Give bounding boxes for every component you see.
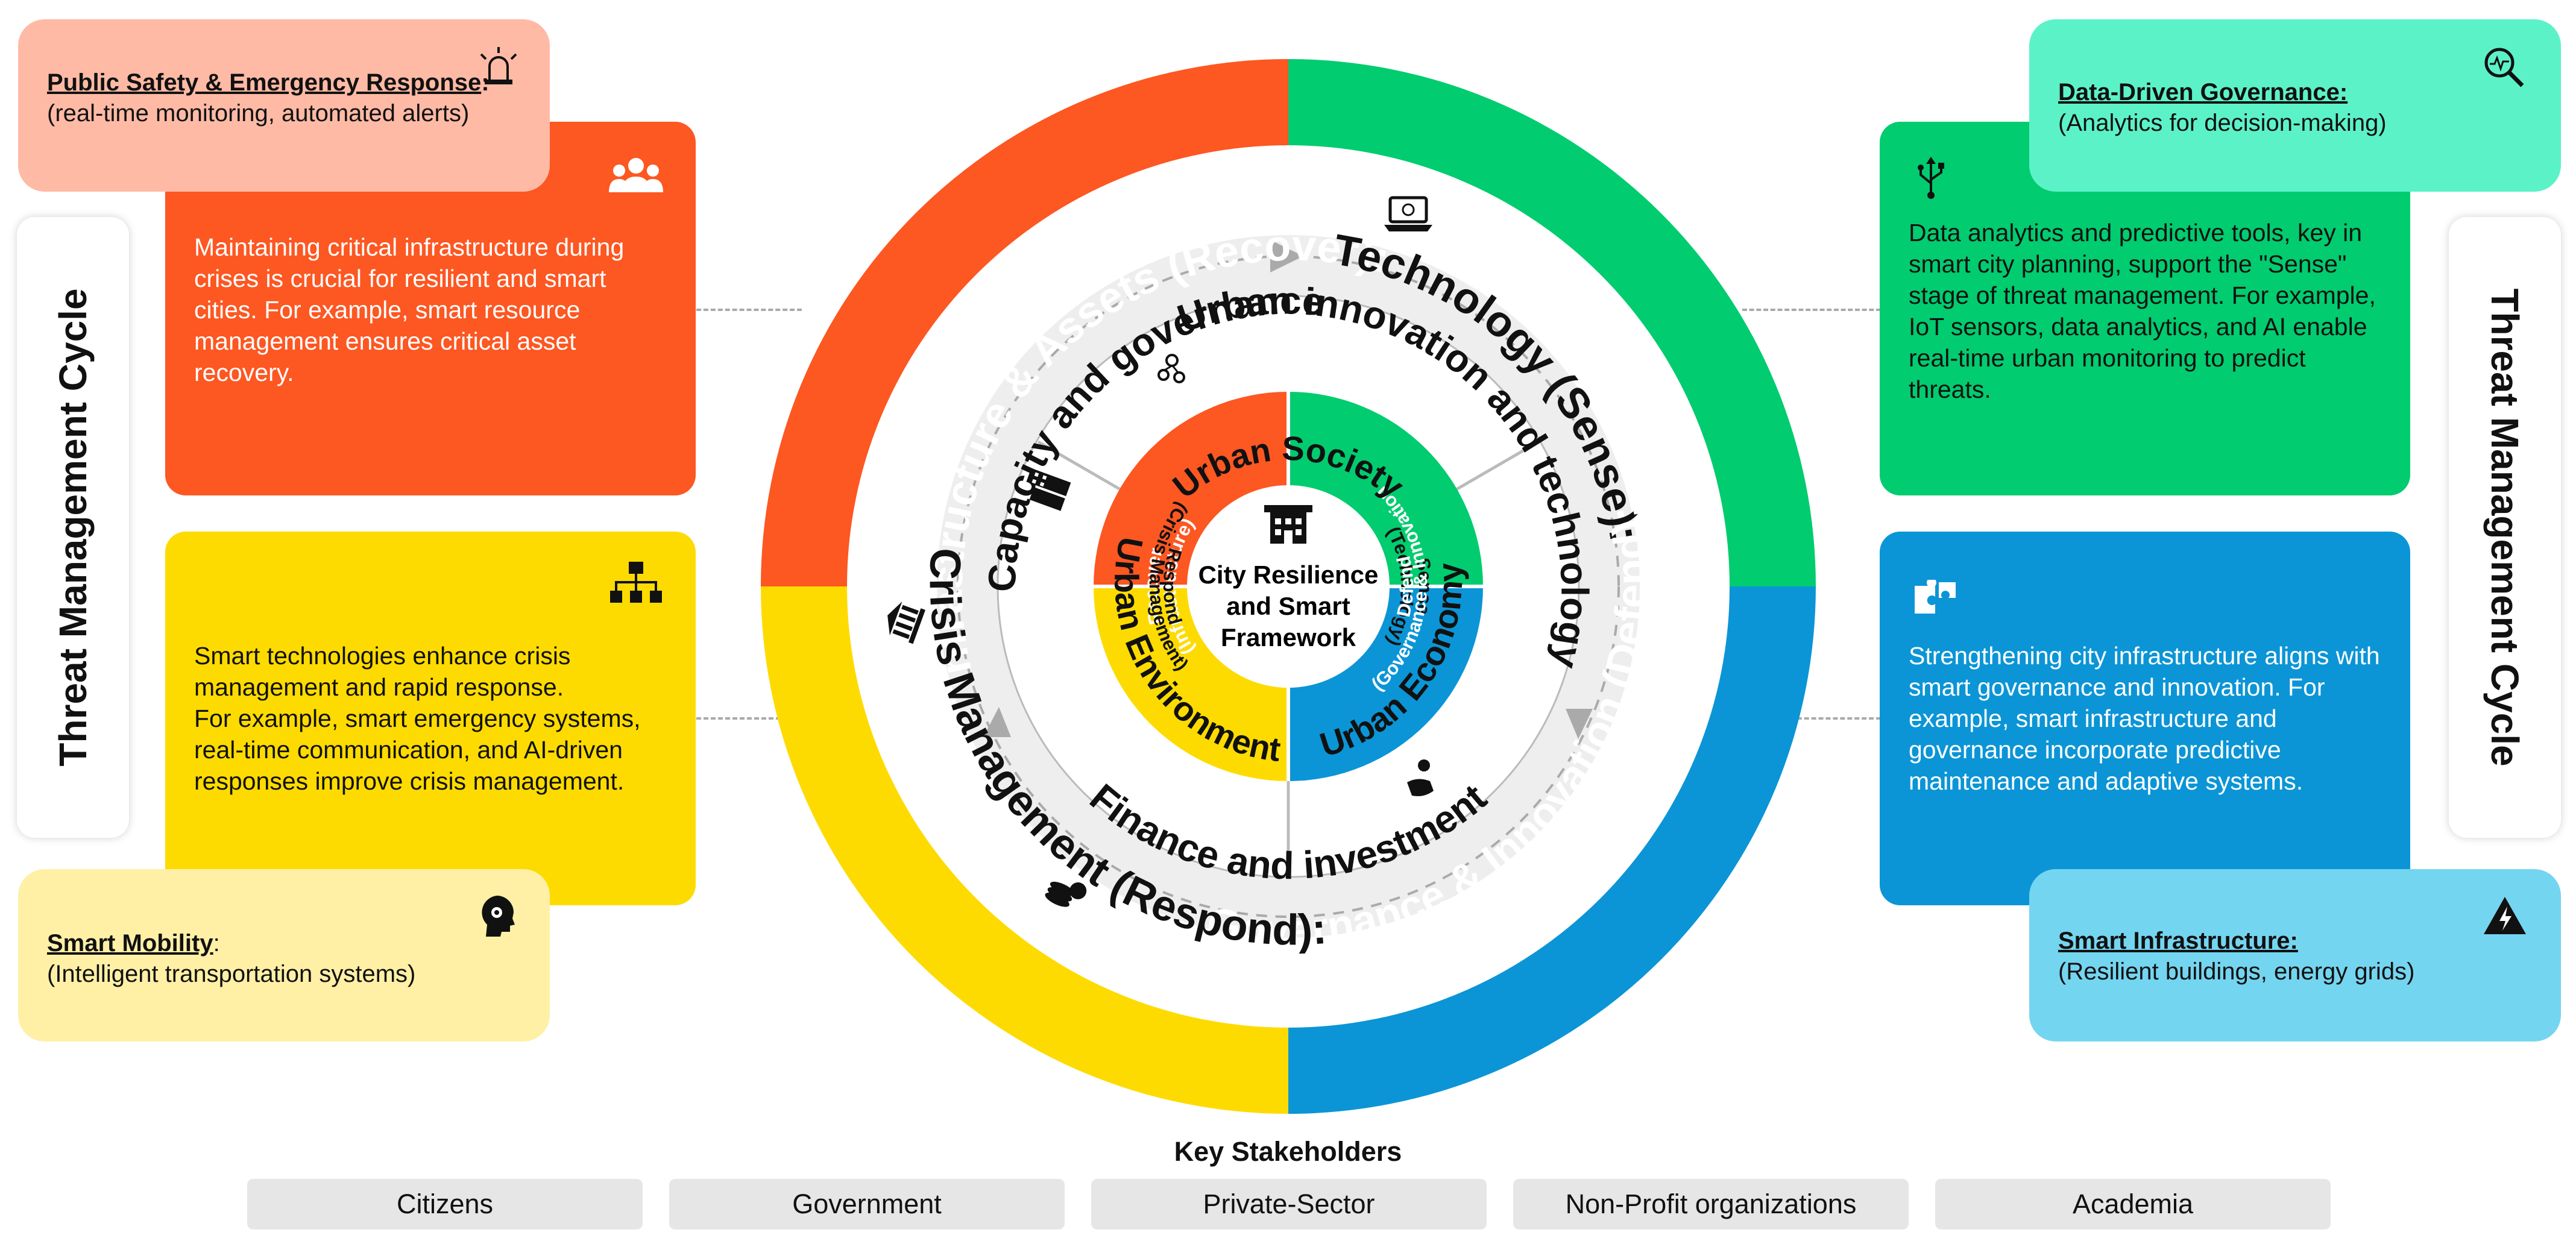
threat-cycle-label-left: Threat Management Cycle	[51, 288, 95, 767]
usb-icon	[1918, 157, 1944, 199]
hand-money-icon	[1407, 759, 1434, 796]
connector-line	[1775, 717, 1881, 720]
bank-icon	[887, 601, 925, 644]
stakeholder-private-sector: Private-Sector	[1091, 1179, 1487, 1230]
right-side-band	[2449, 217, 2561, 838]
public-safety-title: Public Safety & Emergency Response	[47, 69, 482, 96]
framework-wheel: Recover (Infrastructure) Sense (Technolo…	[761, 59, 1816, 1114]
brain-icon	[482, 896, 515, 937]
data-governance-desc: (Analytics for decision-making)	[2058, 110, 2387, 136]
left-side-band	[17, 217, 129, 838]
stakeholder-academia: Academia	[1935, 1179, 2331, 1230]
recover-card-text: Maintaining critical infrastructure duri…	[194, 233, 625, 386]
respond-card-text-2: For example, smart emergency systems, re…	[194, 705, 641, 795]
defend-card: Strengthening city infrastructure aligns…	[1880, 532, 2410, 905]
puzzle-icon	[1915, 580, 1956, 614]
coins-icon	[1045, 881, 1087, 907]
cycle-arrow-right	[1566, 709, 1593, 739]
threat-cycle-label-right: Threat Management Cycle	[2483, 288, 2527, 767]
siren-icon	[480, 47, 517, 84]
sense-card-text: Data analytics and predictive tools, key…	[1909, 219, 2376, 403]
stakeholders-title: Key Stakeholders	[1174, 1136, 1402, 1167]
center-title-3: Framework	[1221, 623, 1356, 652]
center-disc	[1187, 485, 1390, 688]
magnifier-chart-icon	[2484, 48, 2524, 87]
org-chart-icon	[610, 562, 662, 603]
smart-infrastructure-desc: (Resilient buildings, energy grids)	[2058, 958, 2415, 985]
smart-infrastructure-pill: Smart Infrastructure: (Resilient buildin…	[2029, 869, 2561, 1041]
stakeholder-citizens: Citizens	[247, 1179, 643, 1230]
public-safety-desc: (real-time monitoring, automated alerts)	[47, 100, 470, 127]
stakeholder-government: Government	[669, 1179, 1065, 1230]
cycle-dashed-arc	[957, 255, 1620, 918]
smart-mobility-pill: Smart Mobility: (Intelligent transportat…	[18, 869, 550, 1041]
lightning-icon	[2484, 897, 2526, 934]
smart-mobility-title: Smart Mobility	[47, 930, 213, 957]
cycle-arrow-top	[1270, 240, 1303, 272]
network-icon	[1157, 354, 1185, 383]
building-icon	[1264, 505, 1312, 544]
cycle-arrow-left	[983, 707, 1011, 737]
respond-card: Smart technologies enhance crisis manage…	[165, 532, 696, 905]
public-safety-pill: Public Safety & Emergency Response: (rea…	[18, 19, 550, 192]
smart-infrastructure-title: Smart Infrastructure:	[2058, 928, 2298, 954]
data-governance-pill: Data-Driven Governance: (Analytics for d…	[2029, 19, 2561, 192]
connector-line	[696, 309, 802, 311]
smart-mobility-desc: (Intelligent transportation systems)	[47, 961, 416, 987]
center-title-2: and Smart	[1226, 592, 1350, 620]
people-icon	[609, 158, 663, 192]
connector-line	[696, 717, 781, 720]
smart-mobility-colon: :	[213, 930, 220, 957]
city-icon	[1026, 468, 1071, 511]
laptop-icon	[1384, 196, 1432, 231]
data-governance-title: Data-Driven Governance:	[2058, 79, 2348, 105]
connector-line	[1742, 309, 1881, 311]
center-title-1: City Resilience	[1198, 561, 1379, 589]
stakeholder-non-profit: Non-Profit organizations	[1513, 1179, 1909, 1230]
defend-card-text: Strengthening city infrastructure aligns…	[1909, 642, 2380, 795]
respond-card-text-1: Smart technologies enhance crisis manage…	[194, 642, 571, 701]
